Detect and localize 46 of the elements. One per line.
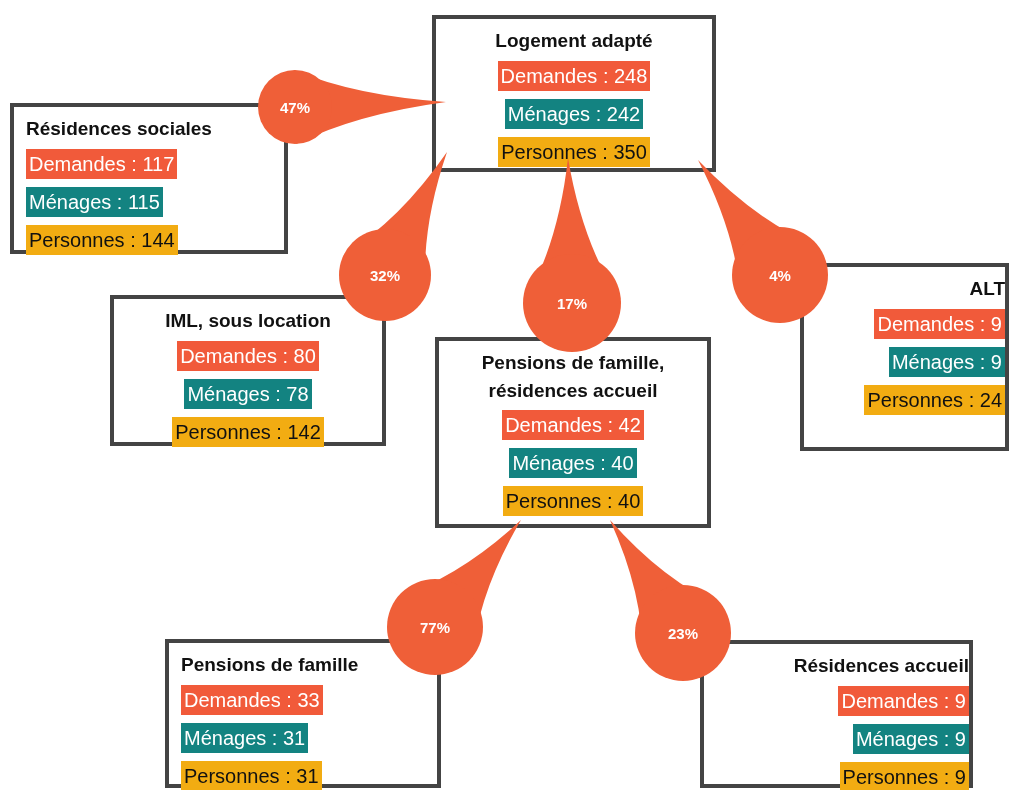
teardrop-shape: [258, 70, 446, 144]
percentage-label: 47%: [280, 98, 310, 116]
personnes-bar: Personnes : 9: [839, 761, 969, 790]
box-heading: IML, sous location: [165, 309, 331, 333]
personnes-bar: Personnes : 142: [172, 416, 324, 447]
teardrop-shape: [698, 160, 828, 323]
personnes-bar: Personnes : 31: [181, 760, 322, 790]
housing-box: [165, 639, 441, 788]
demandes-bar: Demandes : 117: [26, 148, 178, 179]
teardrop-shape: [523, 158, 621, 352]
housing-box: [110, 295, 386, 446]
demandes-bar: Demandes : 9: [838, 685, 969, 716]
personnes-bar: Personnes : 350: [498, 136, 650, 167]
housing-box: [700, 640, 973, 788]
housing-box: [432, 15, 716, 172]
percentage-label: 32%: [370, 266, 400, 284]
teardrop-shape: [339, 152, 447, 321]
demandes-bar: Demandes : 9: [874, 308, 1005, 339]
box-heading: ALT: [969, 277, 1005, 301]
menages-bar: Ménages : 115: [26, 186, 163, 217]
box-heading: Logement adapté: [495, 29, 653, 53]
menages-bar: Ménages : 9: [852, 723, 969, 754]
percentage-label: 77%: [420, 618, 450, 636]
menages-bar: Ménages : 242: [504, 98, 644, 129]
percentage-label: 17%: [557, 294, 587, 312]
menages-bar: Ménages : 40: [509, 448, 637, 479]
percentage-label: 23%: [668, 624, 698, 642]
personnes-bar: Personnes : 24: [864, 384, 1005, 415]
box-heading: Pensions de famille, résidences accueil: [480, 351, 666, 403]
demandes-bar: Demandes : 248: [497, 60, 651, 91]
demandes-bar: Demandes : 33: [181, 684, 323, 715]
teardrop-shape: [387, 520, 521, 675]
box-heading: Résidences accueil: [793, 654, 969, 678]
box-heading: Résidences sociales: [26, 117, 212, 141]
menages-bar: Ménages : 78: [184, 378, 312, 409]
housing-box: [800, 263, 1009, 451]
percentage-label: 4%: [769, 266, 791, 284]
menages-bar: Ménages : 31: [181, 722, 309, 753]
housing-box: [435, 337, 711, 528]
demandes-bar: Demandes : 42: [502, 410, 644, 441]
box-heading: Pensions de famille: [181, 653, 359, 677]
teardrop-shape: [610, 520, 731, 681]
personnes-bar: Personnes : 144: [26, 224, 178, 255]
demandes-bar: Demandes : 80: [177, 340, 319, 371]
personnes-bar: Personnes : 40: [502, 486, 644, 517]
menages-bar: Ménages : 9: [888, 346, 1005, 377]
